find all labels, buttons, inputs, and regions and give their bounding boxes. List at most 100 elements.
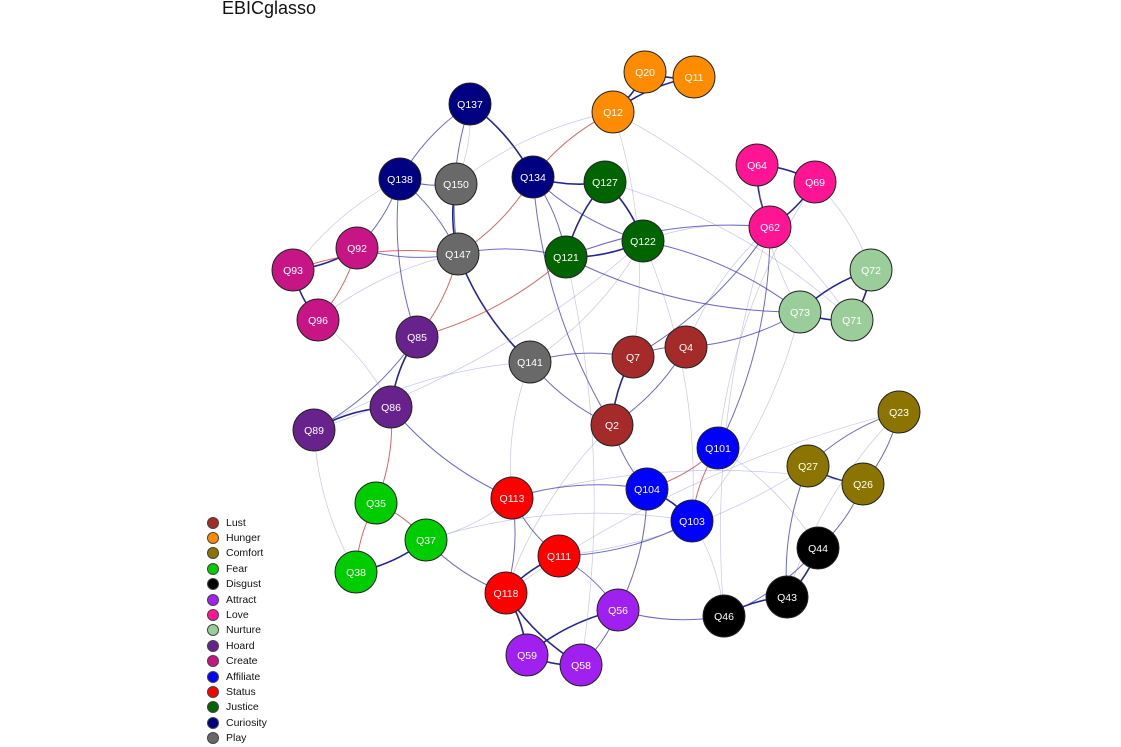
legend-label: Comfort bbox=[226, 547, 264, 560]
legend-label: Nurture bbox=[226, 624, 262, 637]
node-Q59[interactable]: Q59 bbox=[505, 633, 549, 677]
node-Q46[interactable]: Q46 bbox=[702, 594, 746, 638]
node-label: Q71 bbox=[842, 315, 862, 327]
node-Q113[interactable]: Q113 bbox=[490, 476, 534, 520]
node-label: Q56 bbox=[608, 605, 628, 617]
node-Q127[interactable]: Q127 bbox=[583, 160, 627, 204]
edge-Q89-Q122 bbox=[313, 240, 644, 431]
node-Q58[interactable]: Q58 bbox=[559, 643, 603, 687]
legend-swatch bbox=[207, 732, 219, 745]
edge-Q85-Q121 bbox=[416, 256, 567, 338]
node-label: Q137 bbox=[457, 99, 483, 111]
node-Q118[interactable]: Q118 bbox=[484, 571, 528, 615]
node-Q141[interactable]: Q141 bbox=[508, 340, 552, 384]
node-Q7[interactable]: Q7 bbox=[611, 335, 655, 379]
node-circle bbox=[292, 408, 336, 452]
node-circle bbox=[591, 90, 635, 134]
legend-label: Status bbox=[226, 685, 256, 698]
node-label: Q111 bbox=[547, 551, 571, 563]
legend-swatch bbox=[207, 639, 219, 652]
node-circle bbox=[369, 385, 413, 429]
node-Q101[interactable]: Q101 bbox=[696, 426, 740, 470]
node-Q4[interactable]: Q4 bbox=[664, 325, 708, 369]
legend-label: Hoard bbox=[226, 639, 255, 652]
edge-Q86-Q113 bbox=[390, 406, 513, 499]
node-Q73[interactable]: Q73 bbox=[778, 290, 822, 334]
node-label: Q46 bbox=[714, 611, 734, 623]
node-Q71[interactable]: Q71 bbox=[830, 298, 874, 342]
node-Q44[interactable]: Q44 bbox=[796, 526, 840, 570]
node-label: Q134 bbox=[520, 172, 546, 184]
node-label: Q73 bbox=[790, 307, 810, 319]
legend-label: Fear bbox=[226, 562, 248, 575]
node-Q92[interactable]: Q92 bbox=[335, 226, 379, 270]
node-label: Q147 bbox=[445, 249, 471, 261]
node-label: Q72 bbox=[861, 265, 881, 277]
node-Q23[interactable]: Q23 bbox=[877, 390, 921, 434]
node-Q103[interactable]: Q103 bbox=[670, 499, 714, 543]
node-circle bbox=[778, 290, 822, 334]
node-circle bbox=[735, 143, 779, 187]
node-label: Q38 bbox=[346, 567, 366, 579]
node-Q122[interactable]: Q122 bbox=[621, 219, 665, 263]
node-Q12[interactable]: Q12 bbox=[591, 90, 635, 134]
edge-Q23-Q43 bbox=[786, 411, 900, 598]
node-Q37[interactable]: Q37 bbox=[404, 518, 448, 562]
node-Q134[interactable]: Q134 bbox=[511, 155, 555, 199]
node-Q35[interactable]: Q35 bbox=[354, 481, 398, 525]
node-circle bbox=[611, 335, 655, 379]
legend-item: Fear bbox=[207, 561, 267, 576]
node-label: Q69 bbox=[805, 177, 825, 189]
node-Q85[interactable]: Q85 bbox=[395, 315, 439, 359]
legend-swatch bbox=[207, 685, 219, 698]
legend-swatch bbox=[207, 593, 219, 606]
node-Q150[interactable]: Q150 bbox=[434, 162, 478, 206]
edge-Q121-Q58 bbox=[565, 256, 595, 666]
node-label: Q93 bbox=[283, 265, 303, 277]
node-Q121[interactable]: Q121 bbox=[544, 235, 588, 279]
node-label: Q104 bbox=[634, 484, 660, 496]
legend-swatch bbox=[207, 670, 219, 683]
node-Q62[interactable]: Q62 bbox=[748, 205, 792, 249]
legend-item: Curiosity bbox=[207, 715, 267, 730]
node-Q69[interactable]: Q69 bbox=[793, 160, 837, 204]
legend-swatch bbox=[207, 716, 219, 729]
node-Q43[interactable]: Q43 bbox=[765, 575, 809, 619]
node-circle bbox=[334, 550, 378, 594]
legend-item: Status bbox=[207, 684, 267, 699]
node-Q111[interactable]: Q111 bbox=[537, 534, 581, 578]
edge-Q147-Q96 bbox=[317, 253, 459, 321]
legend-item: Love bbox=[207, 607, 267, 622]
node-Q93[interactable]: Q93 bbox=[271, 248, 315, 292]
legend-item: Play bbox=[207, 730, 267, 745]
node-Q27[interactable]: Q27 bbox=[786, 444, 830, 488]
node-Q96[interactable]: Q96 bbox=[296, 298, 340, 342]
edge-Q101-Q62 bbox=[717, 226, 771, 449]
node-Q138[interactable]: Q138 bbox=[378, 157, 422, 201]
legend-item: Create bbox=[207, 654, 267, 669]
node-label: Q58 bbox=[571, 660, 591, 672]
node-label: Q141 bbox=[517, 357, 543, 369]
node-Q38[interactable]: Q38 bbox=[334, 550, 378, 594]
node-Q20[interactable]: Q20 bbox=[623, 50, 667, 94]
node-Q89[interactable]: Q89 bbox=[292, 408, 336, 452]
node-Q11[interactable]: Q11 bbox=[672, 55, 716, 99]
legend-swatch bbox=[207, 532, 219, 545]
node-Q86[interactable]: Q86 bbox=[369, 385, 413, 429]
node-Q64[interactable]: Q64 bbox=[735, 143, 779, 187]
edge-Q12-Q71 bbox=[612, 111, 853, 321]
node-circle bbox=[664, 325, 708, 369]
node-Q104[interactable]: Q104 bbox=[625, 467, 669, 511]
node-Q26[interactable]: Q26 bbox=[841, 462, 885, 506]
node-Q137[interactable]: Q137 bbox=[448, 82, 492, 126]
node-Q2[interactable]: Q2 bbox=[590, 403, 634, 447]
node-Q147[interactable]: Q147 bbox=[436, 232, 480, 276]
legend-label: Play bbox=[226, 732, 247, 745]
node-Q56[interactable]: Q56 bbox=[596, 588, 640, 632]
node-circle bbox=[508, 340, 552, 384]
edge-Q122-Q103 bbox=[642, 240, 694, 522]
node-circle bbox=[511, 155, 555, 199]
chart-title: EBICglasso bbox=[222, 0, 317, 18]
node-Q72[interactable]: Q72 bbox=[849, 248, 893, 292]
